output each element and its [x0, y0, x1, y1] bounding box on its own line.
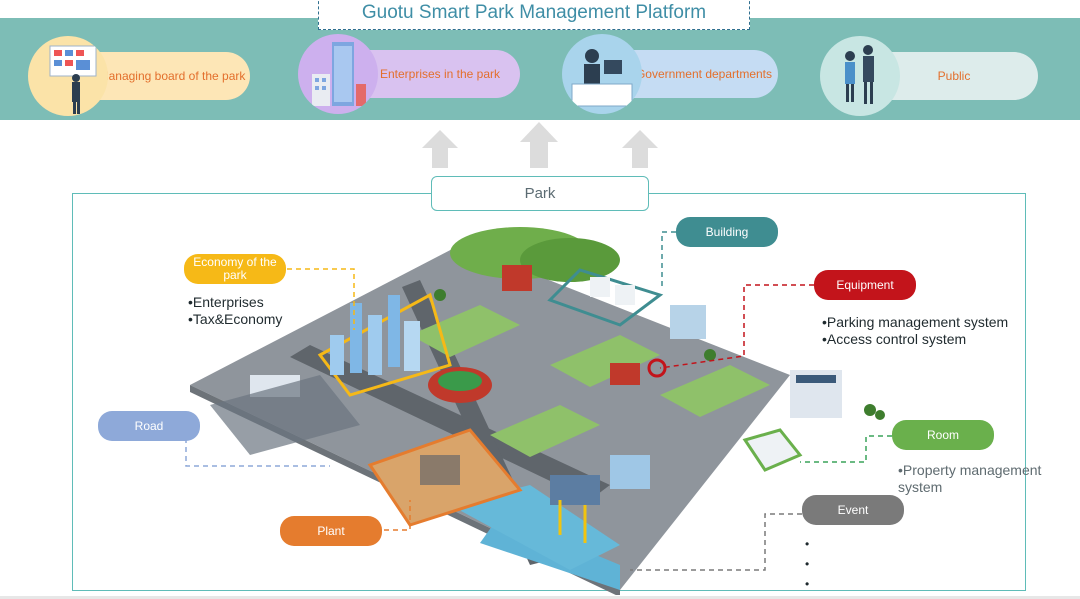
callout-plant: Plant	[280, 516, 382, 546]
office-building-icon	[298, 34, 378, 114]
park-isometric-map	[190, 227, 885, 595]
stakeholder-label: Government departments	[635, 67, 773, 81]
list-item: Enterprises	[188, 294, 282, 311]
callout-event: Event	[802, 495, 904, 525]
park-label: Park	[431, 176, 649, 211]
list-item: Tax&Economy	[188, 311, 282, 328]
stakeholder-label: Public	[937, 69, 971, 83]
public-people-icon	[820, 36, 900, 116]
list-item: Property management system	[898, 462, 1058, 496]
bullet-dot: •	[805, 537, 810, 551]
callout-equipment: Equipment	[814, 270, 916, 300]
room-list: Property management system	[898, 462, 1058, 496]
stakeholder-label: Managing board of the park	[98, 69, 246, 83]
economy-list: Enterprises Tax&Economy	[188, 294, 282, 328]
callout-room: Room	[892, 420, 994, 450]
government-desk-icon	[562, 34, 642, 114]
bottom-divider	[0, 596, 1080, 599]
list-item: Parking management system	[822, 314, 1008, 331]
callout-building: Building	[676, 217, 778, 247]
platform-title: Guotu Smart Park Management Platform	[318, 0, 750, 30]
callout-road: Road	[98, 411, 200, 441]
up-arrow-icon	[422, 130, 458, 168]
equipment-list: Parking management system Access control…	[822, 314, 1008, 348]
bullet-dot: •	[805, 577, 810, 591]
event-empty-bullets: • • •	[805, 534, 809, 594]
up-arrow-icon	[520, 122, 558, 168]
bullet-dot: •	[805, 557, 810, 571]
up-arrow-icon	[622, 130, 658, 168]
callout-economy: Economy of the park	[184, 254, 286, 284]
stakeholder-label: Enterprises in the park	[379, 67, 501, 81]
list-item: Access control system	[822, 331, 1008, 348]
manager-illustration-icon	[28, 36, 108, 116]
